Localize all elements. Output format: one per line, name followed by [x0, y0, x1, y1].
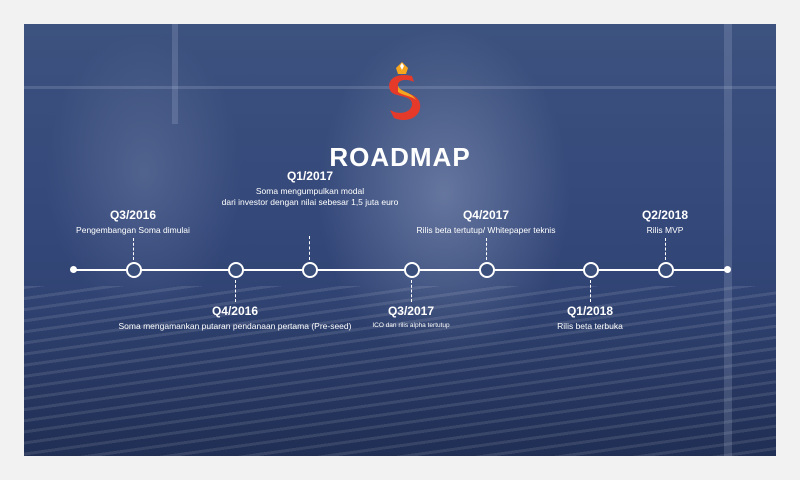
connector-q3-2017: [411, 280, 412, 302]
milestone-description: Soma mengumpulkan modal: [255, 186, 365, 196]
milestone-q4-2017: Q4/2017 Rilis beta tertutup/ Whitepaper …: [336, 208, 636, 236]
milestone-quarter: Q1/2018: [566, 304, 614, 318]
milestone-description: Rilis beta terbuka: [557, 321, 623, 331]
background-pole: [172, 24, 178, 124]
milestone-description: ICO dan rilis alpha tertutup: [372, 322, 450, 329]
milestone-quarter: Q4/2017: [462, 208, 510, 222]
milestone-description: Soma mengamankan putaran pendanaan perta…: [118, 321, 352, 331]
milestone-description-line2: dari investor dengan nilai sebesar 1,5 j…: [221, 197, 399, 207]
timeline-end-dot: [724, 266, 731, 273]
milestone-q3-2016: Q3/2016 Pengembangan Soma dimulai: [24, 208, 283, 236]
timeline-node-q3-2017: [404, 262, 420, 278]
connector-q4-2016: [235, 280, 236, 302]
roadmap-slide: ROADMAP Q3/2016 Pengembangan Soma dimula…: [24, 24, 776, 456]
milestone-q3-2017: Q3/2017 ICO dan rilis alpha tertutup: [261, 304, 561, 330]
timeline-node-q4-2017: [479, 262, 495, 278]
milestone-q2-2018: Q2/2018 Rilis MVP: [515, 208, 776, 236]
timeline-node-q3-2016: [126, 262, 142, 278]
milestone-description: Rilis beta tertutup/ Whitepaper teknis: [416, 225, 556, 235]
connector-q3-2016: [133, 238, 134, 260]
connector-q1-2018: [590, 280, 591, 302]
connector-q4-2017: [486, 238, 487, 260]
background-pole: [24, 86, 776, 89]
timeline-node-q4-2016: [228, 262, 244, 278]
milestone-quarter: Q2/2018: [641, 208, 689, 222]
soma-logo: [389, 62, 421, 121]
milestone-q1-2018: Q1/2018 Rilis beta terbuka: [440, 304, 740, 332]
milestone-quarter: Q4/2016: [211, 304, 259, 318]
page-title: ROADMAP: [329, 142, 471, 172]
timeline-node-q1-2018: [583, 262, 599, 278]
background-photo-texture: [24, 286, 776, 456]
background-pole: [724, 24, 732, 456]
milestone-quarter: Q3/2017: [387, 304, 435, 318]
milestone-description: Rilis MVP: [646, 225, 684, 235]
connector-q1-2017: [309, 236, 310, 260]
milestone-q4-2016: Q4/2016 Soma mengamankan putaran pendana…: [85, 304, 385, 332]
timeline-line: [74, 269, 728, 271]
milestone-description: Pengembangan Soma dimulai: [76, 225, 190, 235]
milestone-quarter: Q3/2016: [109, 208, 157, 222]
timeline-start-dot: [70, 266, 77, 273]
milestone-quarter: Q1/2017: [286, 169, 334, 183]
timeline-node-q2-2018: [658, 262, 674, 278]
milestone-q1-2017: Q1/2017 Soma mengumpulkan modal dari inv…: [160, 169, 460, 208]
timeline-node-q1-2017: [302, 262, 318, 278]
connector-q2-2018: [665, 238, 666, 260]
